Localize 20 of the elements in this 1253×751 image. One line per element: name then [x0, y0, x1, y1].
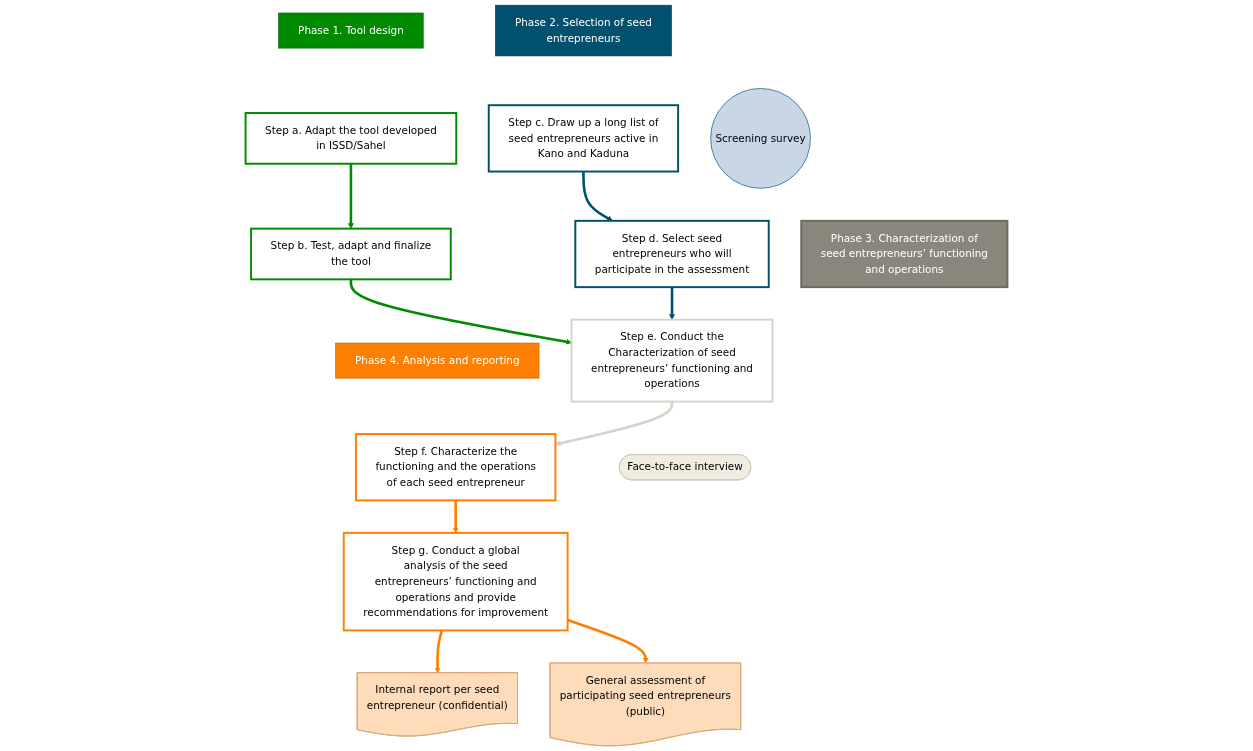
arrow [434, 630, 444, 674]
arrow [555, 401, 674, 447]
node-box: Step e. Conduct the Characterization of seed entrepreneurs’ functioning and operations [570, 318, 774, 403]
arrow [669, 287, 675, 320]
node-box: Step b. Test, adapt and finalize the tool [250, 227, 452, 281]
node-box: Step c. Draw up a long list of seed entrepreneurs active in Kano and Kaduna [487, 104, 680, 173]
arrow [348, 163, 354, 229]
node-box: Step d. Select seed entrepreneurs who will participate in the assessment [574, 219, 770, 289]
node-box: Phase 2. Selection of seed entrepreneurs [495, 4, 672, 57]
node-box: Phase 3. Characterization of seed entrepreneurs’ functioning and operations [800, 219, 1009, 289]
node-box: Step f. Characterize the functioning and the operations of each seed entrepreneur [354, 433, 557, 502]
node-box: Step a. Adapt the tool developed in ISSD/Sahel [244, 112, 458, 165]
node-box: Step g. Conduct a global analysis of the seed entrepreneurs’ functioning and operations and provide recommendations for improvement [342, 531, 569, 632]
node-circle: Screening survey [710, 88, 811, 189]
arrow [349, 279, 572, 345]
arrow [452, 500, 459, 534]
arrow [567, 618, 649, 664]
node-box: Phase 1. Tool design [278, 12, 424, 49]
node-box: Phase 4. Analysis and reporting [335, 342, 540, 379]
arrow [582, 171, 613, 222]
